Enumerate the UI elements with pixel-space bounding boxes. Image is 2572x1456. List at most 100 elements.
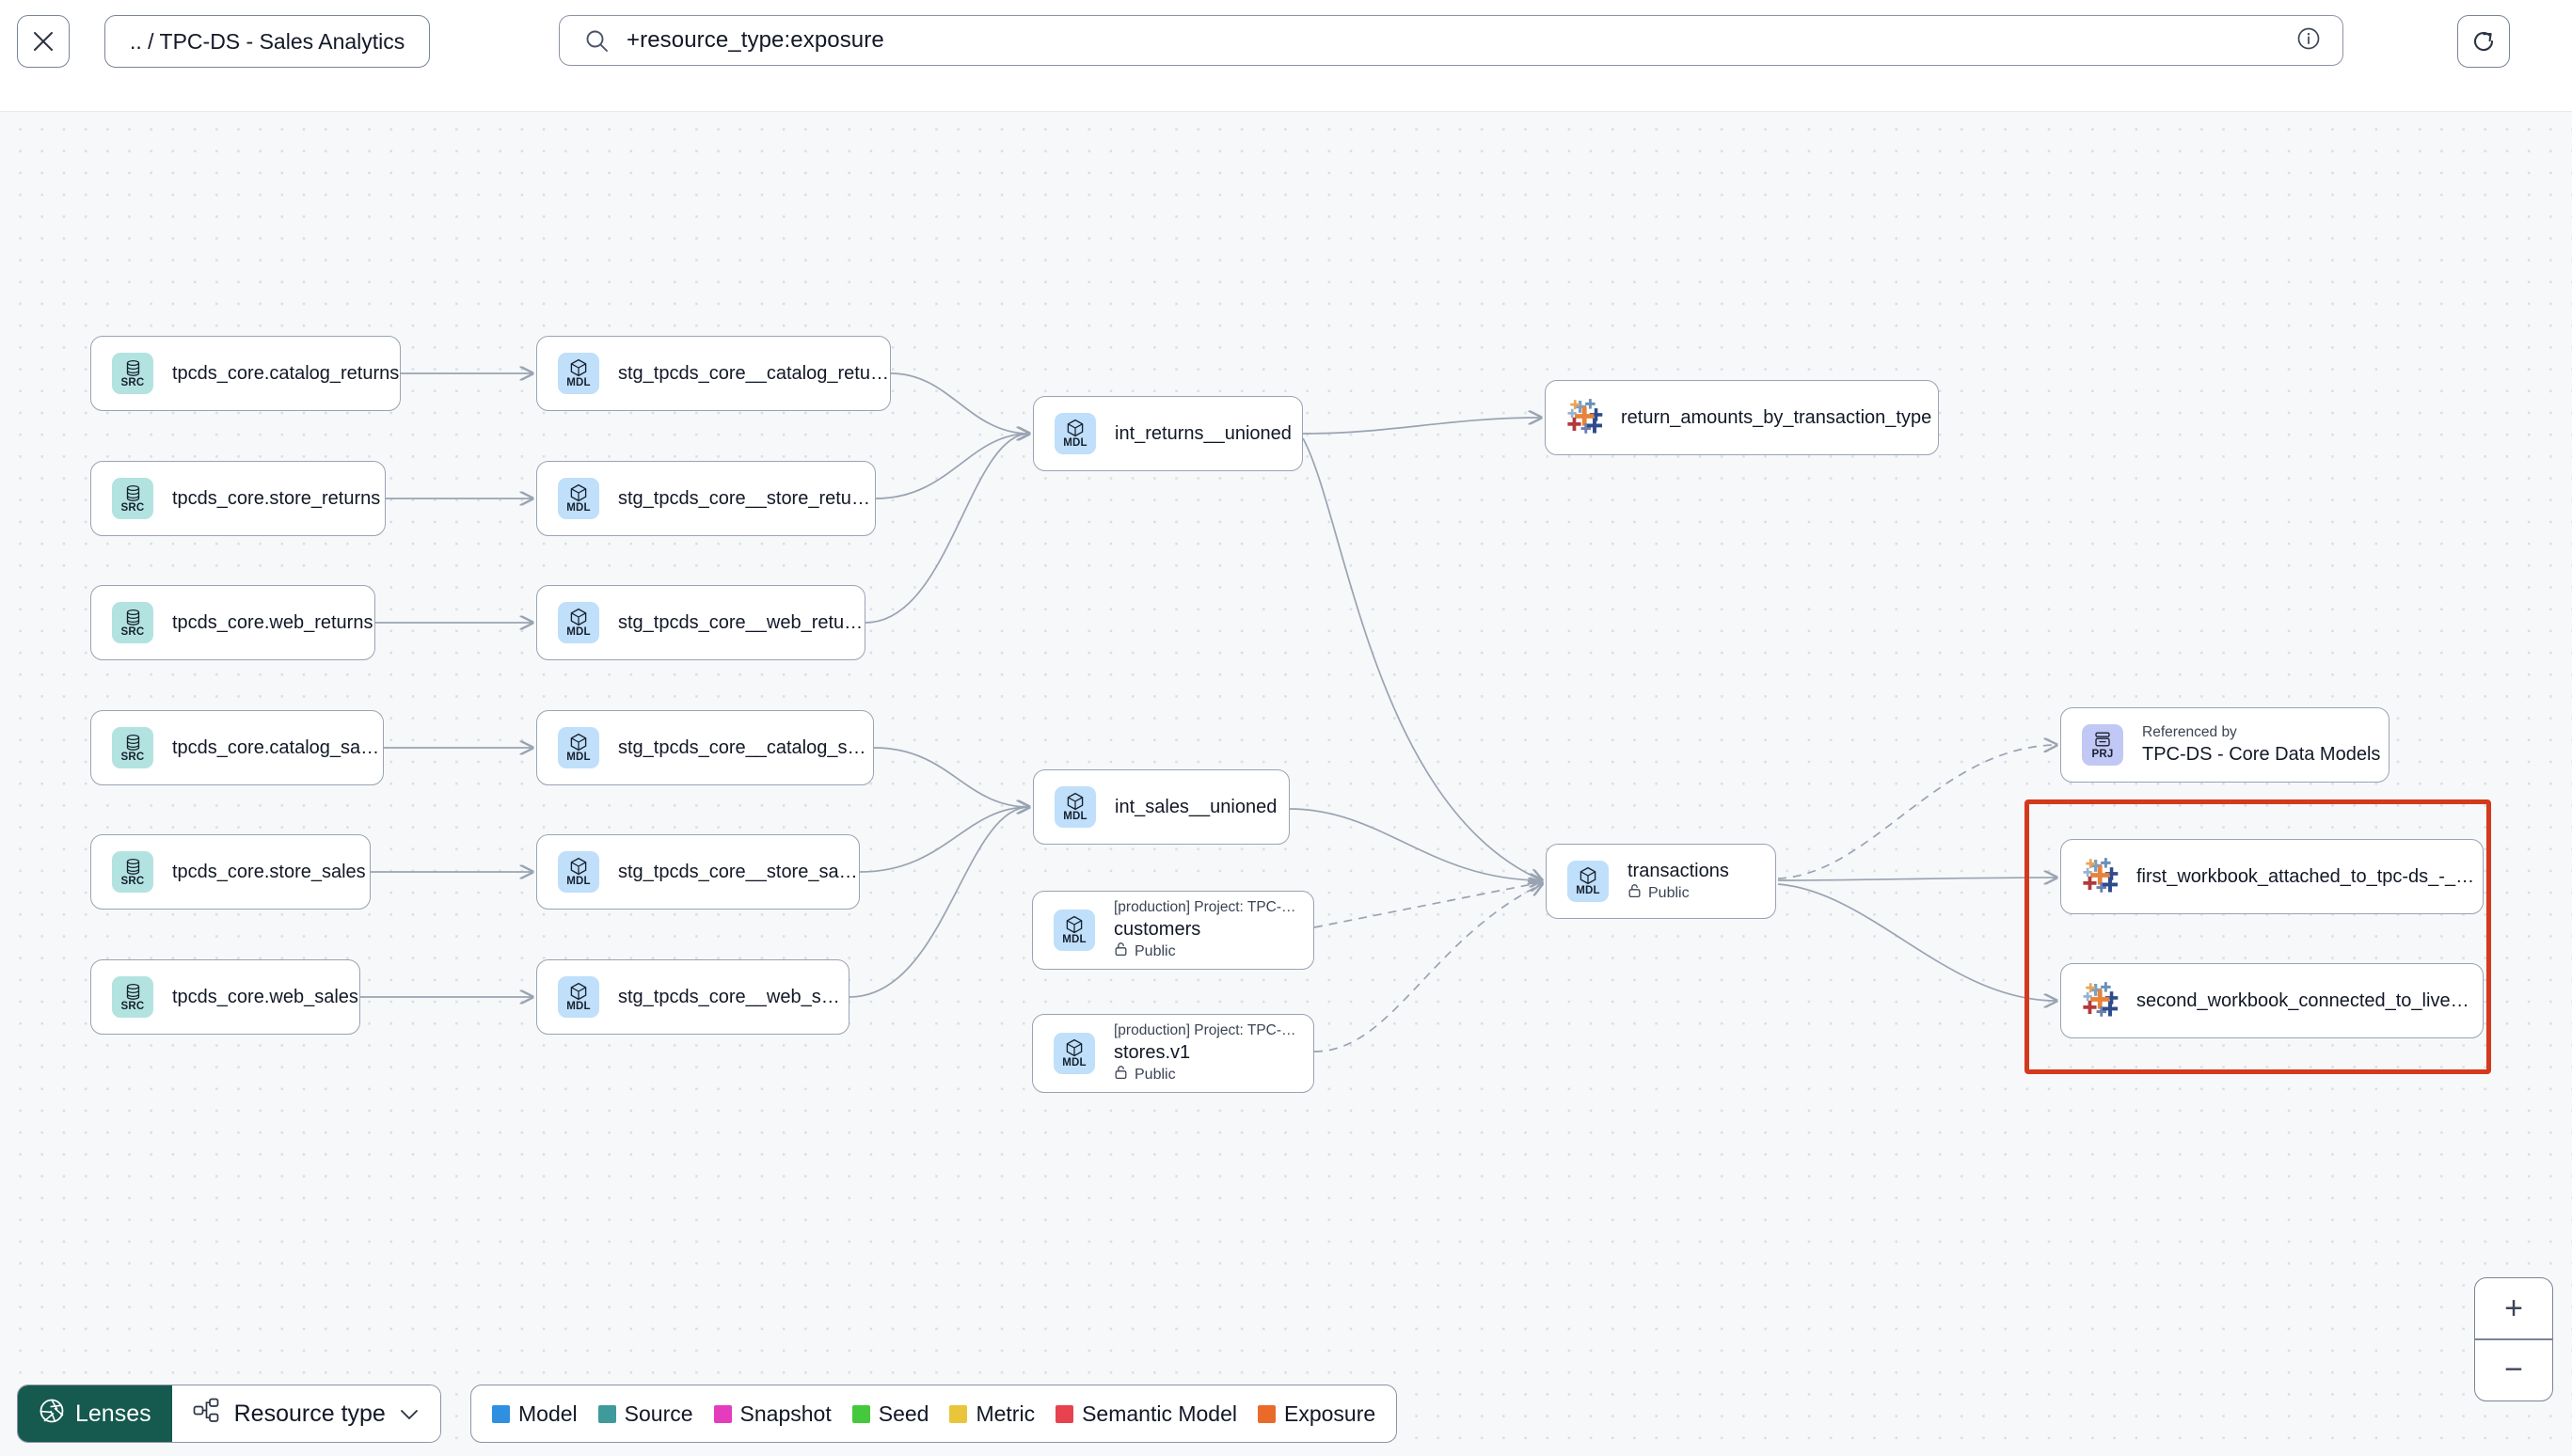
lenses-button[interactable]: Lenses bbox=[18, 1385, 172, 1442]
legend-item-exposure[interactable]: Exposure bbox=[1258, 1401, 1375, 1427]
source-badge: SRC bbox=[112, 478, 153, 519]
node-title: stg_tpcds_core__store_returns bbox=[618, 487, 875, 509]
node-title: return_amounts_by_transaction_type bbox=[1621, 406, 1932, 428]
node-title: tpcds_core.web_sales bbox=[172, 986, 358, 1007]
cube-icon bbox=[1065, 915, 1084, 934]
resource-type-dropdown[interactable]: Resource type bbox=[171, 1385, 440, 1442]
resource-type-label: Resource type bbox=[233, 1400, 386, 1427]
legend-swatch bbox=[851, 1404, 870, 1423]
node-title: tpcds_core.store_returns bbox=[172, 487, 381, 509]
node-title: customers bbox=[1114, 918, 1201, 940]
legend-item-snapshot[interactable]: Snapshot bbox=[713, 1401, 832, 1427]
model-badge: MDL bbox=[1055, 786, 1096, 828]
search-input[interactable]: +resource_type:exposure bbox=[627, 27, 884, 53]
graph-node-src_web_sales[interactable]: SRC tpcds_core.web_sales bbox=[90, 959, 360, 1035]
graph-node-src_catalog_returns[interactable]: SRC tpcds_core.catalog_returns bbox=[90, 336, 401, 411]
graph-node-first_workbook[interactable]: first_workbook_attached_to_tpc-ds_-_… bbox=[2060, 839, 2484, 914]
source-badge: SRC bbox=[112, 353, 153, 394]
legend-swatch bbox=[1258, 1404, 1276, 1423]
node-subtitle: Referenced by bbox=[2142, 724, 2237, 740]
node-title: TPC-DS - Core Data Models bbox=[2142, 744, 2381, 765]
lock-icon bbox=[1114, 1065, 1128, 1086]
project-badge: PRJ bbox=[2082, 724, 2123, 766]
source-badge: SRC bbox=[112, 851, 153, 893]
cube-icon bbox=[569, 358, 588, 377]
node-title: stg_tpcds_core__catalog_returns bbox=[618, 362, 890, 384]
tableau-exposure-icon bbox=[1566, 399, 1604, 436]
graph-node-referenced_by_project[interactable]: PRJ Referenced by TPC-DS - Core Data Mod… bbox=[2060, 707, 2389, 783]
node-title: transactions bbox=[1627, 860, 1729, 881]
graph-node-return_amounts[interactable]: return_amounts_by_transaction_type bbox=[1545, 380, 1939, 455]
graph-node-stores_v1[interactable]: MDL [production] Project: TPC-DS - Core … bbox=[1032, 1014, 1314, 1093]
legend-label: Metric bbox=[976, 1401, 1036, 1426]
model-badge: MDL bbox=[558, 478, 599, 519]
close-button[interactable] bbox=[17, 15, 70, 68]
graph-node-int_sales_unioned[interactable]: MDL int_sales__unioned bbox=[1033, 769, 1290, 845]
refresh-button[interactable] bbox=[2457, 15, 2510, 68]
zoom-in-button[interactable]: + bbox=[2504, 1290, 2523, 1326]
graph-node-src_store_sales[interactable]: SRC tpcds_core.store_sales bbox=[90, 834, 371, 910]
close-icon bbox=[34, 32, 53, 51]
node-title: tpcds_core.web_returns bbox=[172, 611, 373, 633]
node-title: int_returns__unioned bbox=[1115, 422, 1292, 444]
graph-node-src_web_returns[interactable]: SRC tpcds_core.web_returns bbox=[90, 585, 375, 660]
legend-item-source[interactable]: Source bbox=[597, 1401, 693, 1427]
legend-item-metric[interactable]: Metric bbox=[949, 1401, 1035, 1427]
lock-icon bbox=[1114, 942, 1128, 963]
cube-icon bbox=[1066, 419, 1085, 437]
refresh-icon bbox=[2474, 31, 2494, 52]
graph-node-stg_store_returns[interactable]: MDL stg_tpcds_core__store_returns bbox=[536, 461, 876, 536]
source-badge: SRC bbox=[112, 602, 153, 643]
node-project: [production] Project: TPC-DS - Core Data… bbox=[1114, 1021, 1300, 1038]
node-visibility: Public bbox=[1114, 942, 1300, 963]
cube-icon bbox=[569, 483, 588, 502]
node-title: int_sales__unioned bbox=[1115, 796, 1278, 817]
legend-item-seed[interactable]: Seed bbox=[851, 1401, 929, 1427]
node-title: tpcds_core.catalog_returns bbox=[172, 362, 400, 384]
search-bar[interactable]: +resource_type:exposure bbox=[559, 15, 2343, 66]
cube-icon bbox=[1065, 1038, 1084, 1057]
legend-swatch bbox=[949, 1404, 968, 1423]
legend-swatch bbox=[597, 1404, 616, 1423]
legend-label: Exposure bbox=[1284, 1401, 1376, 1426]
cube-icon bbox=[569, 857, 588, 876]
graph-node-customers[interactable]: MDL [production] Project: TPC-DS - Core … bbox=[1032, 891, 1314, 970]
legend-item-model[interactable]: Model bbox=[492, 1401, 578, 1427]
zoom-controls[interactable]: + − bbox=[2474, 1277, 2553, 1401]
source-badge: SRC bbox=[112, 976, 153, 1018]
graph-node-second_workbook[interactable]: second_workbook_connected_to_live… bbox=[2060, 963, 2484, 1038]
model-badge: MDL bbox=[1567, 861, 1609, 902]
model-badge: MDL bbox=[558, 851, 599, 893]
lenses-group: Lenses Resource type bbox=[17, 1385, 441, 1443]
breadcrumb[interactable]: .. / TPC-DS - Sales Analytics bbox=[104, 15, 431, 68]
info-icon[interactable] bbox=[2295, 25, 2322, 56]
cube-icon bbox=[569, 733, 588, 752]
legend-item-semantic-model[interactable]: Semantic Model bbox=[1056, 1401, 1237, 1427]
resource-type-legend: Model Source Snapshot Seed Metric Semant… bbox=[470, 1385, 1398, 1443]
bottom-toolbar: Lenses Resource type bbox=[0, 1366, 2572, 1456]
legend-swatch bbox=[713, 1404, 732, 1423]
tableau-exposure-icon bbox=[2082, 982, 2120, 1020]
node-title: stg_tpcds_core__catalog_sales bbox=[618, 736, 873, 758]
model-badge: MDL bbox=[1054, 1033, 1095, 1074]
graph-node-src_store_returns[interactable]: SRC tpcds_core.store_returns bbox=[90, 461, 386, 536]
nodes-icon bbox=[193, 1398, 221, 1431]
graph-node-transactions[interactable]: MDL transactions Public bbox=[1546, 844, 1776, 919]
node-title: tpcds_core.store_sales bbox=[172, 861, 366, 882]
node-visibility: Public bbox=[1114, 1065, 1300, 1086]
cube-icon bbox=[569, 982, 588, 1001]
node-title: stg_tpcds_core__store_sales bbox=[618, 861, 859, 882]
graph-node-stg_store_sales[interactable]: MDL stg_tpcds_core__store_sales bbox=[536, 834, 860, 910]
project-icon bbox=[2093, 730, 2112, 749]
legend-swatch bbox=[1056, 1404, 1074, 1423]
zoom-out-button[interactable]: − bbox=[2504, 1352, 2523, 1388]
database-icon bbox=[124, 608, 142, 626]
